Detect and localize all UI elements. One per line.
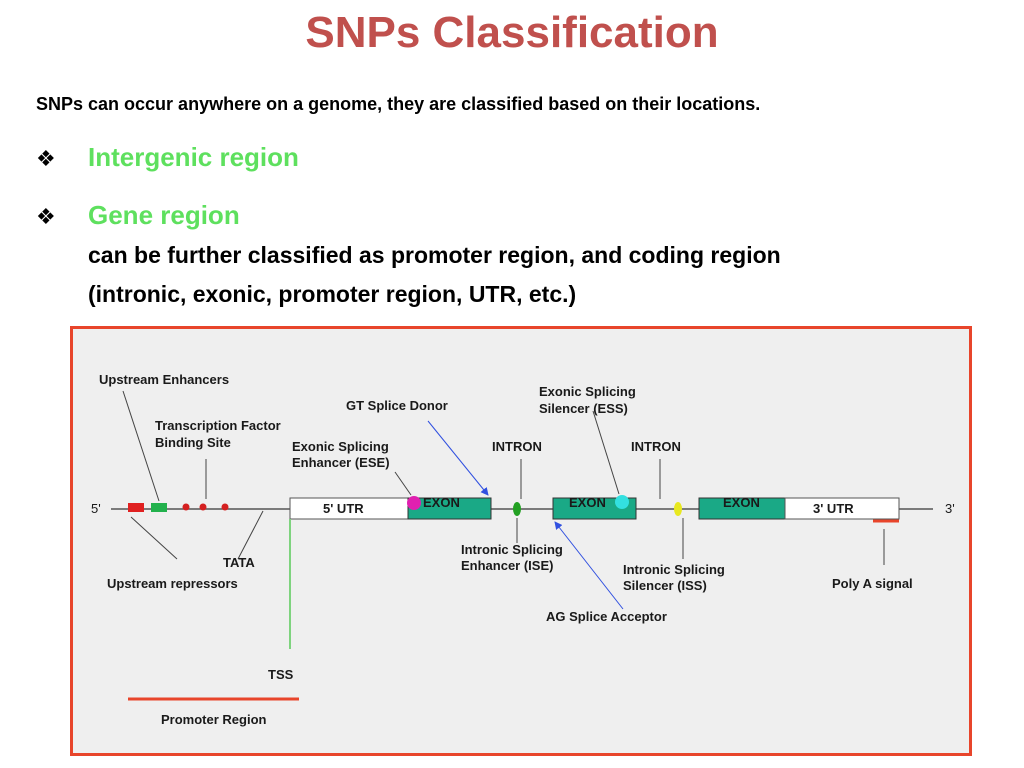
bullet-glyph-2: ❖ xyxy=(36,204,56,229)
label-poly-a: Poly A signal xyxy=(832,576,913,591)
intro-text: SNPs can occur anywhere on a genome, the… xyxy=(36,94,761,114)
tf-binding-dot-3 xyxy=(221,503,229,511)
exon-1-label: EXON xyxy=(423,495,460,510)
five-prime-label: 5' xyxy=(91,501,101,516)
label-ise-2: Enhancer (ISE) xyxy=(461,558,553,573)
gene-region-line-1: can be further classified as promoter re… xyxy=(88,242,781,268)
label-tata: TATA xyxy=(223,555,255,570)
exon-2-label: EXON xyxy=(569,495,606,510)
leader-tata xyxy=(237,510,264,560)
bullet-intergenic: Intergenic region xyxy=(88,142,299,172)
gt-donor-arrow xyxy=(427,420,489,496)
tf-binding-dot-1 xyxy=(182,503,190,511)
label-ess-2: Silencer (ESS) xyxy=(539,401,628,416)
exon-3-label: EXON xyxy=(723,495,760,510)
label-tss: TSS xyxy=(268,667,294,682)
utr5-label: 5' UTR xyxy=(323,501,364,516)
label-ag-acceptor: AG Splice Acceptor xyxy=(546,609,667,624)
gene-structure-svg: 5' 3' 5' UTR EXON EXON EXON 3' UTR U xyxy=(91,372,955,727)
gene-structure-diagram: 5' 3' 5' UTR EXON EXON EXON 3' UTR U xyxy=(70,326,972,756)
three-prime-label: 3' xyxy=(945,501,955,516)
label-gt-donor: GT Splice Donor xyxy=(346,398,448,413)
label-intron-1: INTRON xyxy=(492,439,542,454)
utr3-label: 3' UTR xyxy=(813,501,854,516)
leader-upstream-enhancers xyxy=(122,390,160,502)
label-tfbs-1: Transcription Factor xyxy=(155,418,281,433)
label-iss-2: Silencer (ISS) xyxy=(623,578,707,593)
upstream-repressor-box xyxy=(128,503,144,512)
leader-ese xyxy=(394,471,412,496)
slide-title: SNPs Classification xyxy=(305,8,719,57)
label-iss-1: Intronic Splicing xyxy=(623,562,725,577)
leader-ess xyxy=(592,410,620,495)
exon-1 xyxy=(407,497,492,520)
label-upstream-repressors: Upstream repressors xyxy=(107,576,238,591)
label-tfbs-2: Binding Site xyxy=(155,435,231,450)
tf-binding-dot-2 xyxy=(199,503,207,511)
label-ese-1: Exonic Splicing xyxy=(292,439,389,454)
upstream-enhancer-box xyxy=(151,503,167,512)
label-ess-1: Exonic Splicing xyxy=(539,384,636,399)
gene-region-line-2: (intronic, exonic, promoter region, UTR,… xyxy=(88,281,577,307)
label-ese-2: Enhancer (ESE) xyxy=(292,455,390,470)
label-ise-1: Intronic Splicing xyxy=(461,542,563,557)
leader-upstream-repressors xyxy=(130,516,178,560)
ise-mark xyxy=(513,502,521,516)
label-upstream-enhancers: Upstream Enhancers xyxy=(99,372,229,387)
ese-dot xyxy=(407,496,421,510)
ag-acceptor-arrow xyxy=(554,521,624,610)
utr3-box xyxy=(784,497,900,520)
bullet-glyph-1: ❖ xyxy=(36,146,56,171)
bullet-gene-region: Gene region xyxy=(88,200,240,230)
label-promoter-region: Promoter Region xyxy=(161,712,267,727)
ess-dot xyxy=(615,495,629,509)
label-intron-2: INTRON xyxy=(631,439,681,454)
iss-mark xyxy=(674,502,682,516)
